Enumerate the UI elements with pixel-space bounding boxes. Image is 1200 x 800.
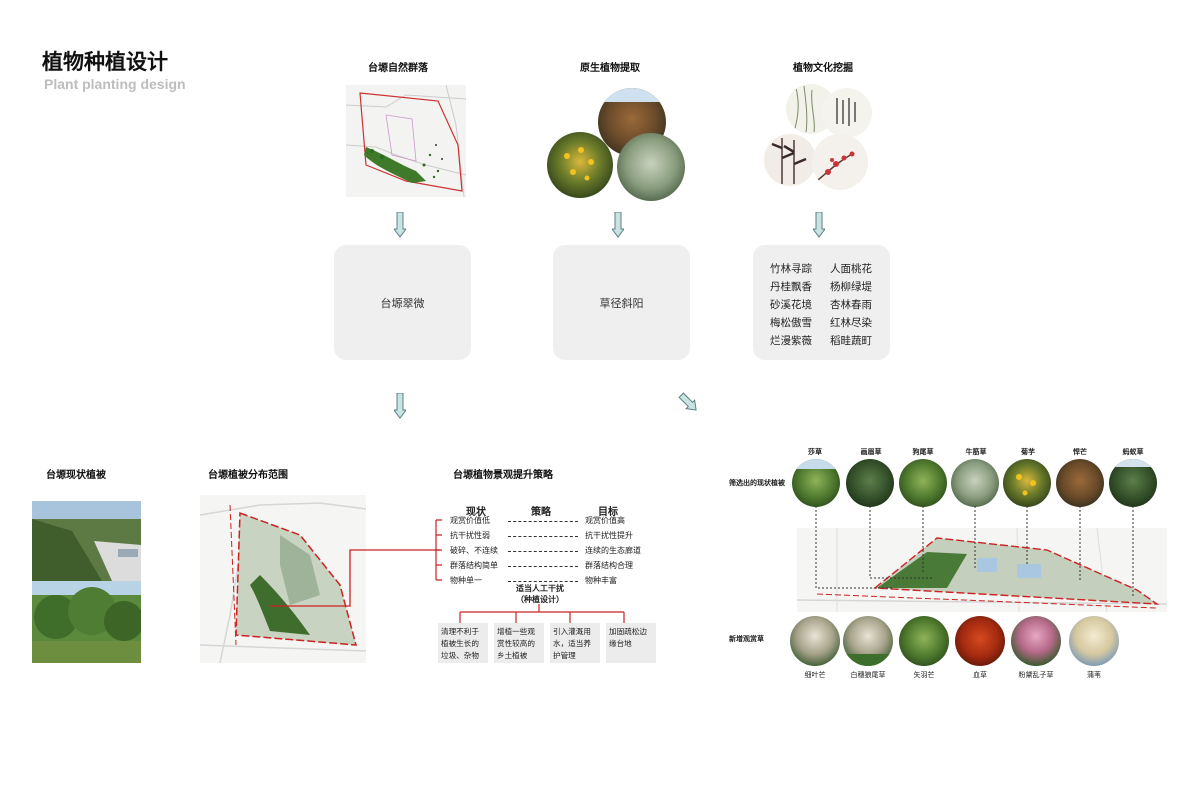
plant-map-leader-lines: [792, 506, 1162, 600]
culture-painting-bamboo: [764, 134, 816, 186]
distribution-map: [200, 495, 366, 663]
grass-label: 蒲苇: [1087, 671, 1101, 679]
culture-item: 红林尽染: [830, 317, 872, 329]
arrow-down-icon: [393, 392, 407, 423]
culture-item: 竹林寻踪: [770, 263, 812, 275]
plant-photo-ant-grass: [1109, 459, 1157, 507]
site-map-right: [797, 528, 1167, 612]
page-subtitle: Plant planting design: [44, 76, 186, 92]
arrow-down-icon: [812, 211, 826, 242]
arrow-down-icon: [393, 211, 407, 242]
culture-item: 梅松傲雪: [770, 317, 812, 329]
culture-item: 丹桂飘香: [770, 281, 812, 293]
culture-item: 人面桃花: [830, 263, 872, 275]
grass-label: 细叶芒: [804, 671, 826, 679]
plant-label: 牛筋草: [965, 448, 987, 456]
strategy-actions: 清理不利于植被生长的垃圾、杂物 增植一些观赏性较高的乡土植被 引入灌溉用水，适当…: [438, 623, 656, 663]
arrow-down-icon: [611, 211, 625, 242]
culture-item: 砂溪花境: [770, 299, 812, 311]
grass-photo-pink-muhly: [1011, 616, 1061, 666]
action-box: 清理不利于植被生长的垃圾、杂物: [438, 623, 488, 663]
card-taiyuan-cuiwei: 台塬翠微: [334, 245, 471, 360]
grass-photo-white-fountain-grass: [843, 616, 893, 666]
action-box: 增植一些观赏性较高的乡土植被: [494, 623, 544, 663]
strategy-dash: [508, 551, 578, 552]
culture-item: 杏林春雨: [830, 299, 872, 311]
plant-label: 画眉草: [860, 448, 882, 456]
section-title-current-vegetation: 台塬现状植被: [46, 470, 106, 481]
strategy-center-label-1: 适当人工干扰: [516, 584, 564, 593]
native-plant-photo-yellow-flowers: [547, 132, 613, 198]
strategy-dash: [508, 566, 578, 567]
section-title-plant-culture: 植物文化挖掘: [793, 63, 853, 74]
strategy-goal-item: 连续的生态廊道: [585, 546, 641, 555]
grass-label: 粉黛乱子草: [1018, 671, 1054, 679]
plant-label: 菊芋: [1021, 448, 1035, 456]
page-title: 植物种植设计: [42, 50, 168, 74]
grass-photo-feather-miscanthus: [899, 616, 949, 666]
strategy-header-goal: 目标: [598, 507, 618, 518]
culture-painting-calligraphy: [822, 88, 872, 138]
strategy-goal-item: 群落结构合理: [585, 561, 633, 570]
grass-photo-fine-leaf-miscanthus: [790, 616, 840, 666]
current-vegetation-photo-trees: [32, 581, 144, 663]
grass-photo-pampas-grass: [1069, 616, 1119, 666]
strategy-center-label-2: （种植设计）: [516, 595, 564, 604]
strategy-goal-item: 抗干扰性提升: [585, 531, 633, 540]
grass-label: 白穗狼尾草: [850, 671, 886, 679]
card-text: 台塬翠微: [380, 296, 425, 310]
strategy-current-item: 群落结构简单: [450, 561, 498, 570]
added-grasses-label: 新增观赏草: [729, 635, 764, 643]
strategy-current-item: 物种单一: [450, 576, 482, 585]
strategy-goal-item: 观赏价值高: [585, 516, 625, 525]
arrow-diagonal-icon: [678, 392, 700, 418]
plant-photo-jerusalem-artichoke: [1003, 459, 1051, 507]
action-box: 引入灌溉用水，适当养护管理: [550, 623, 600, 663]
natural-community-map: [346, 85, 466, 197]
current-vegetation-photo-aerial: [32, 501, 141, 581]
grass-label: 血草: [973, 671, 987, 679]
culture-item: 稻畦蔬町: [830, 335, 872, 347]
plant-label: 狗尾草: [912, 448, 934, 456]
card-caojing-xieyang: 草径斜阳: [553, 245, 690, 360]
plant-photo-miscanthus: [1056, 459, 1104, 507]
strategy-tree-lines: [436, 604, 656, 630]
strategy-dash: [508, 521, 578, 522]
strategy-dash: [508, 581, 578, 582]
section-title-strategy: 台塬植物景观提升策略: [453, 470, 553, 481]
grass-label: 矢羽芒: [913, 671, 935, 679]
culture-painting-plum-blossom: [812, 134, 868, 190]
native-plant-photo-silver-grass: [617, 133, 685, 201]
plant-label: 莎草: [808, 448, 822, 456]
strategy-goal-item: 物种丰富: [585, 576, 617, 585]
plant-photo-lovegrass: [846, 459, 894, 507]
strategy-header-strategy: 策略: [531, 507, 551, 518]
section-title-distribution: 台塬植被分布范围: [208, 470, 288, 481]
plant-photo-sedge: [792, 459, 840, 507]
card-text: 草径斜阳: [599, 296, 644, 310]
strategy-current-item: 观赏价值低: [450, 516, 490, 525]
grass-photo-blood-grass: [955, 616, 1005, 666]
strategy-current-item: 破碎、不连续: [450, 546, 498, 555]
strategy-connector: [268, 514, 448, 618]
culture-item: 烂漫紫薇: [770, 335, 812, 347]
plant-label: 蚂蚁草: [1122, 448, 1144, 456]
action-box: 加固疏松边缘台地: [606, 623, 656, 663]
card-culture-list: 竹林寻踪 人面桃花 丹桂飘香 杨柳绿堤 砂溪花境 杏林春雨 梅松傲雪 红林尽染 …: [753, 245, 890, 360]
strategy-current-item: 抗干扰性弱: [450, 531, 490, 540]
strategy-center-label: 适当人工干扰 （种植设计）: [500, 583, 580, 605]
screened-plants-label: 筛选出的现状植被: [729, 479, 785, 487]
section-title-natural-community: 台塬自然群落: [368, 63, 428, 74]
strategy-dash: [508, 536, 578, 537]
plant-photo-goosegrass: [951, 459, 999, 507]
section-title-native-plants: 原生植物提取: [580, 63, 640, 74]
culture-item: 杨柳绿堤: [830, 281, 872, 293]
plant-photo-foxtail: [899, 459, 947, 507]
plant-label: 悍芒: [1073, 448, 1087, 456]
strategy-header-current: 现状: [466, 507, 486, 518]
